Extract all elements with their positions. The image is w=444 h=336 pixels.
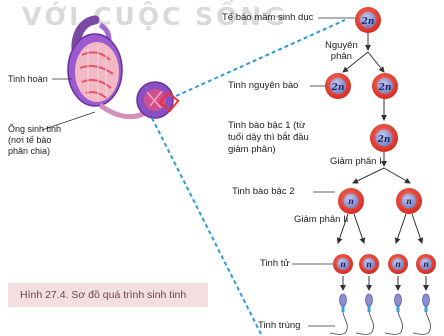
spermatid-2: n (359, 254, 379, 274)
cell-label-n: n (406, 196, 412, 206)
label-spermatid: Tinh tử (260, 258, 290, 270)
cell-label-n: n (348, 196, 354, 206)
label-tubule: Ống sinh tinh (nơi tế bào phân chia) (8, 124, 61, 157)
cell-label-n: n (395, 259, 401, 269)
cell-label-2n: 2n (331, 83, 345, 93)
cell-secondary-a: n (338, 188, 364, 214)
label-testis: Tinh hoàn (8, 74, 48, 85)
label-secondary-spermatocyte: Tinh bào bậc 2 (232, 186, 295, 198)
label-primary-spermatocyte: Tinh bào bậc 1 (từ tuổi dậy thì bắt đầu … (228, 120, 309, 156)
cell-label-2n: 2n (361, 17, 375, 27)
spermatid-3: n (388, 254, 408, 274)
cell-germ: 2n (355, 7, 381, 33)
testis-illustration (68, 20, 178, 118)
spermatid-1: n (333, 254, 353, 274)
label-sperm: Tinh trùng (258, 320, 300, 332)
cell-label-2n: 2n (377, 135, 391, 145)
spermatid-4: n (416, 254, 436, 274)
cell-secondary-b: n (396, 188, 422, 214)
cell-label-2n: 2n (378, 83, 392, 93)
sperm-cells (330, 294, 431, 334)
cell-label-n: n (340, 259, 346, 269)
label-meiosis-2: Giảm phân II (294, 214, 348, 226)
cell-label-n: n (366, 259, 372, 269)
cell-spermatogonium-b: 2n (372, 73, 398, 99)
figure-caption: Hình 27.4. Sơ đồ quá trình sinh tinh (8, 283, 208, 307)
cell-label-n: n (423, 259, 429, 269)
label-mitosis: Nguyên phân (325, 40, 358, 62)
label-germ-cell: Tế bào mầm sinh dục (222, 12, 313, 24)
cell-primary-spermatocyte: 2n (370, 124, 398, 152)
label-meiosis-1: Giảm phân I (330, 156, 382, 168)
label-spermatogonium: Tinh nguyên bào (228, 80, 298, 92)
cell-spermatogonium-a: 2n (325, 73, 351, 99)
